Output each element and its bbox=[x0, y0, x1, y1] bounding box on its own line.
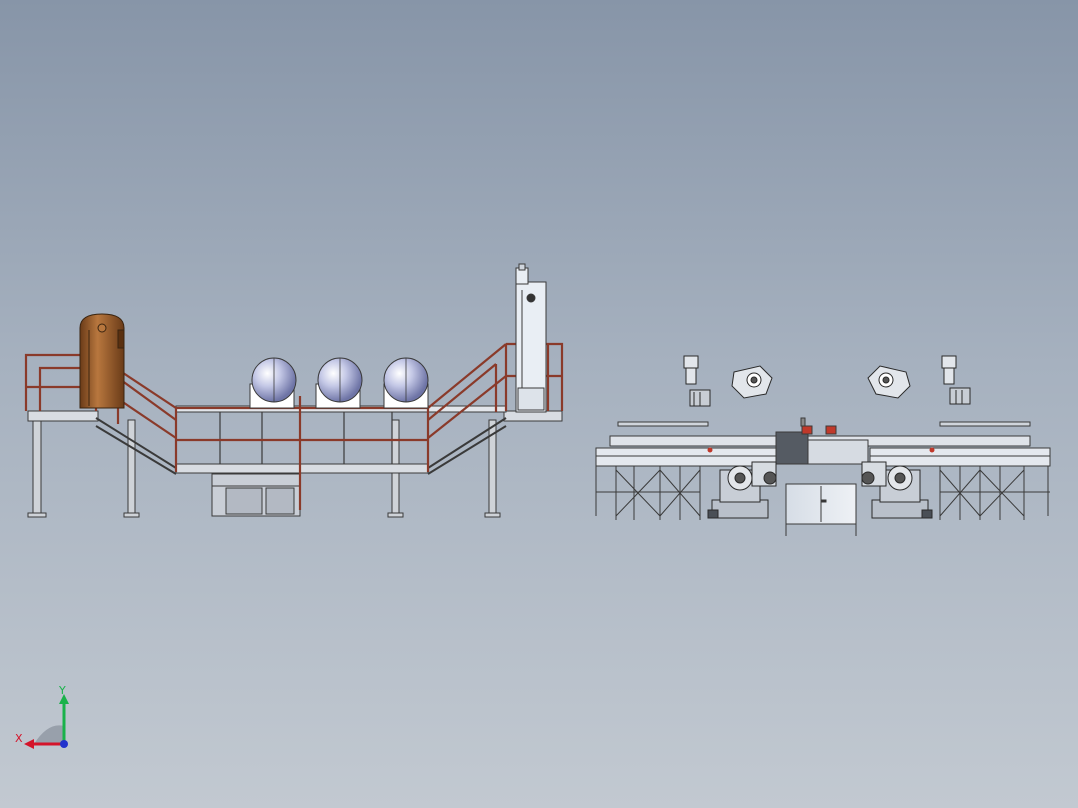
central-control-unit bbox=[775, 417, 869, 465]
lower-electrical-cabinet bbox=[785, 483, 857, 536]
control-tower-cabinet bbox=[515, 263, 547, 413]
gripper-tool-4 bbox=[941, 355, 971, 405]
stair-stringers bbox=[95, 417, 507, 475]
gripper-tool-3 bbox=[867, 365, 911, 399]
right-robot-cell-assembly[interactable] bbox=[595, 355, 1051, 536]
y-axis-arrow-head bbox=[59, 694, 69, 704]
deck-posts bbox=[219, 412, 393, 464]
sphere-tank-3 bbox=[383, 357, 429, 409]
sphere-tank-1 bbox=[249, 357, 297, 409]
pressure-tank bbox=[79, 313, 125, 409]
robot-arm-left bbox=[707, 461, 777, 519]
z-axis-dot bbox=[60, 740, 68, 748]
triad-graphic bbox=[24, 694, 69, 749]
lower-equipment-box bbox=[211, 473, 301, 517]
robot-arm-right bbox=[861, 461, 933, 519]
left-platform-assembly[interactable] bbox=[24, 263, 564, 518]
y-axis-label: Y bbox=[59, 684, 66, 697]
left-conveyor-frame bbox=[595, 447, 777, 520]
gripper-tool-1 bbox=[683, 355, 711, 407]
sphere-tanks bbox=[249, 357, 429, 409]
x-axis-label: X bbox=[15, 732, 23, 745]
conveyor-indicators bbox=[707, 447, 935, 453]
gripper-tool-2 bbox=[731, 365, 773, 399]
triad-plane-shade bbox=[34, 725, 64, 744]
right-conveyor-frame bbox=[869, 447, 1051, 520]
coordinate-triad: X Y bbox=[14, 684, 76, 750]
x-axis-arrow-head bbox=[24, 739, 34, 749]
end-effector-tools bbox=[683, 355, 971, 407]
sphere-tank-2 bbox=[315, 357, 363, 409]
